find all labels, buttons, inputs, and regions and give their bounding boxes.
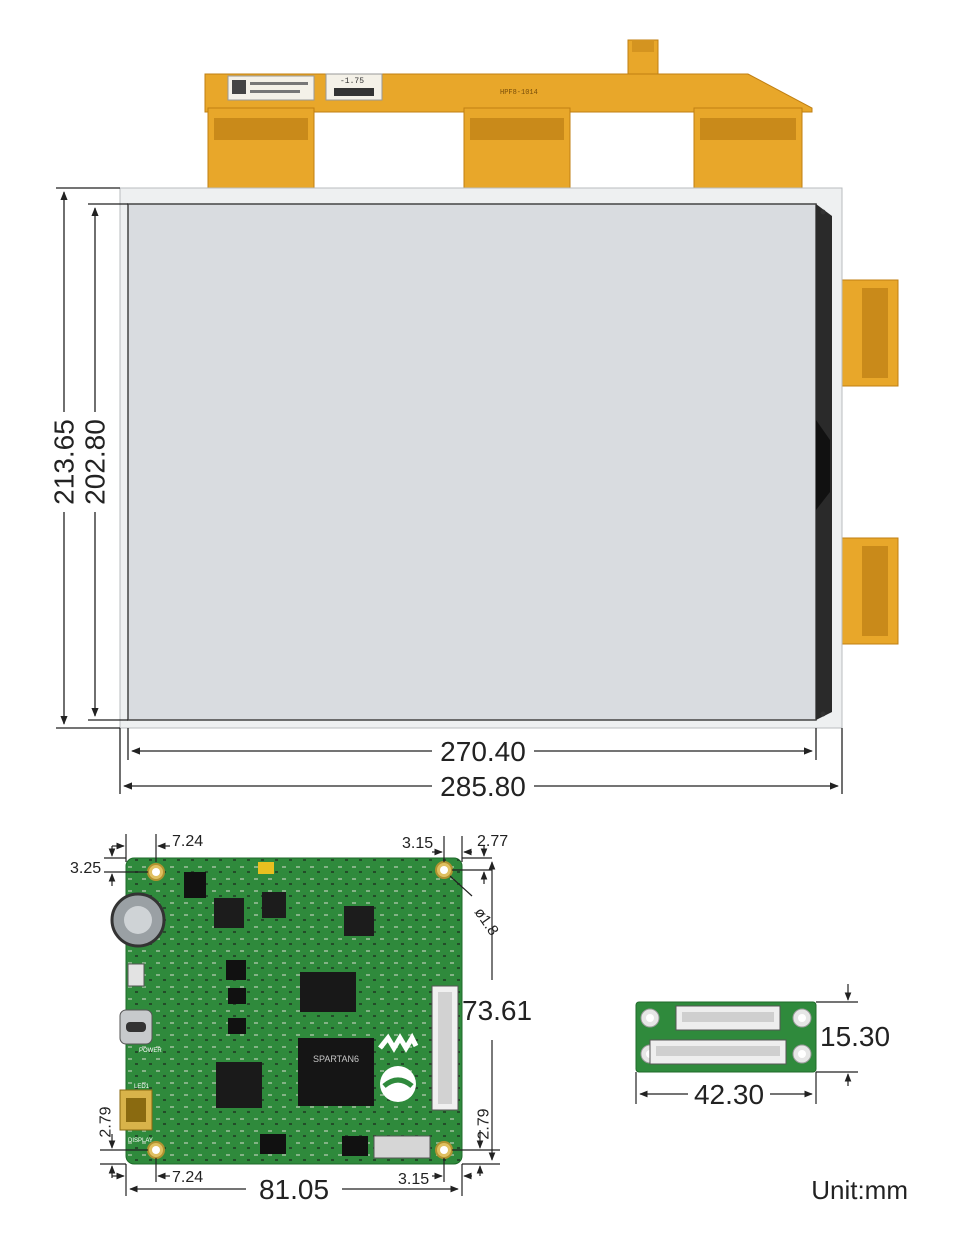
board-hole-top-y-label: 3.25 xyxy=(70,860,101,877)
fpga-chip xyxy=(298,1038,374,1106)
board-hole-top-right-y-label: 2.77 xyxy=(477,833,508,850)
brand-logo xyxy=(378,1032,419,1102)
board-hole-diameter-label: ø1.8 xyxy=(471,905,502,939)
board-dimensions xyxy=(100,834,500,1196)
board-hole-top-x-label: 7.24 xyxy=(172,833,203,850)
adapter-board xyxy=(635,1001,817,1073)
board-hole-bottom-left-y-label: 2.79 xyxy=(98,1106,115,1137)
board-height-label: 73.61 xyxy=(462,995,532,1026)
board-hole-bottom-right-x-label: 3.15 xyxy=(398,1171,429,1188)
panel-dimensions xyxy=(56,187,843,794)
adapter-width-label: 42.30 xyxy=(694,1079,764,1110)
board-hole-bottom-x-label: 7.24 xyxy=(172,1169,203,1186)
panel-active-height-label: 202.80 xyxy=(80,419,111,505)
panel-outer-height-label: 213.65 xyxy=(49,419,80,505)
led1-silkscreen: LED1 xyxy=(134,1084,150,1090)
board-hole-top-right-x-label: 3.15 xyxy=(402,835,433,852)
side-connector-tabs xyxy=(841,279,899,645)
adapter-dimensions xyxy=(635,984,858,1104)
epaper-panel: -1.75 HPF8-1014 xyxy=(119,39,899,729)
board-width-label: 81.05 xyxy=(259,1174,329,1205)
unit-label: Unit:mm xyxy=(811,1175,908,1205)
panel-outer-width-label: 285.80 xyxy=(440,771,526,802)
active-area xyxy=(127,203,817,721)
power-silkscreen: POWER xyxy=(139,1048,162,1054)
display-silkscreen: DISPLAY xyxy=(128,1138,153,1144)
board-hole-bottom-right-y-label: 2.79 xyxy=(476,1108,493,1139)
panel-active-width-label: 270.40 xyxy=(440,736,526,767)
ram-chip xyxy=(300,972,356,1012)
fpc-code: HPF8-1014 xyxy=(500,89,538,97)
adapter-height-label: 15.30 xyxy=(820,1021,890,1052)
fpga-silkscreen: SPARTAN6 xyxy=(313,1054,359,1064)
fpc-label: -1.75 xyxy=(340,77,364,86)
fpc-flex-cable: -1.75 HPF8-1014 xyxy=(204,39,813,189)
driver-board: SPARTAN6 POWER LED1 DISPLAY xyxy=(110,857,463,1165)
